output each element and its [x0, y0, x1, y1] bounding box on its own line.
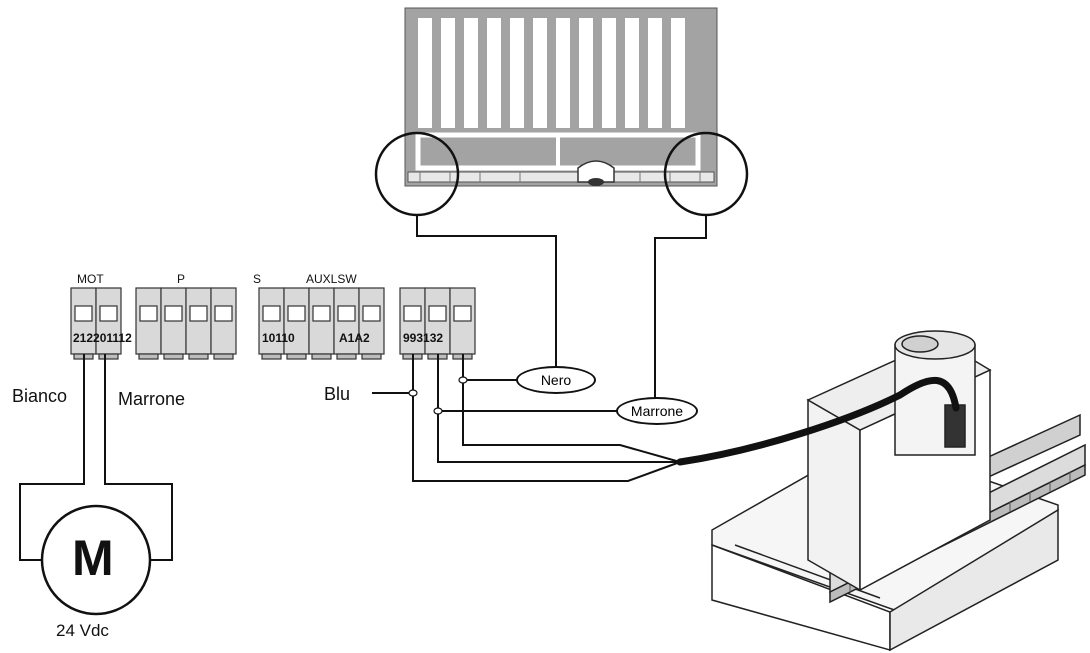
motor-voltage: 24 Vdc: [56, 621, 109, 640]
limit-switch-wires: [416, 215, 707, 399]
terminal-label-limit: 993132: [403, 331, 444, 345]
group-label-mot: MOT: [77, 272, 104, 286]
wire-label-blu: Blu: [324, 384, 351, 404]
operator-cable: [676, 377, 960, 466]
group-label-s: S: [253, 272, 262, 286]
gate-operator-icon: [711, 330, 1086, 652]
wire-label-nero: Nero: [516, 366, 596, 394]
terminal-label-auxlsw: A1A2: [339, 331, 370, 345]
terminal-label-s: 10110: [262, 331, 295, 345]
wire-label-marrone-motor: Marrone: [118, 389, 186, 409]
group-label-auxlsw: AUXLSW: [306, 272, 357, 286]
terminal-label-mot: 212201112: [73, 331, 132, 345]
motor-wires: [19, 354, 173, 561]
motor-icon: [40, 504, 152, 616]
wire-label-bianco: Bianco: [12, 386, 68, 406]
group-label-p: P: [177, 272, 186, 286]
limit-wires: [372, 354, 681, 482]
wire-label-marrone-limit: Marrone: [616, 397, 698, 425]
gate-icon: [374, 7, 749, 217]
motor-symbol: M: [72, 530, 114, 586]
terminal-block-icon: [70, 287, 476, 360]
